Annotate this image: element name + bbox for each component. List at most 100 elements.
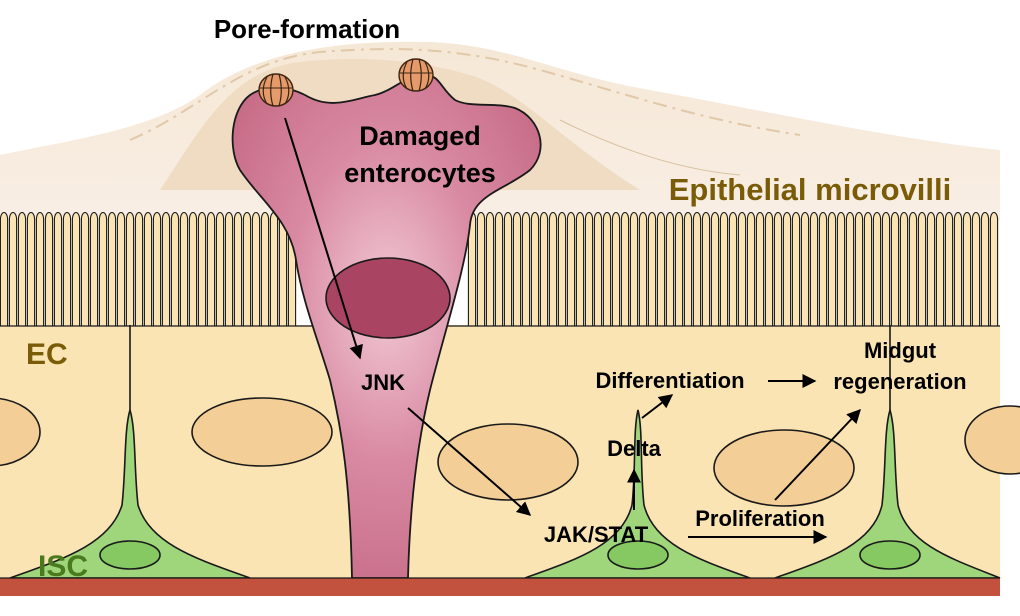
microvillus	[791, 211, 801, 326]
microvillus	[35, 211, 45, 326]
microvillus	[233, 211, 243, 326]
isc-cell	[9, 407, 251, 579]
microvillus	[863, 211, 873, 326]
microvillus	[899, 211, 909, 326]
microvillus	[566, 211, 576, 326]
epithelial-microvilli-label: Epithelial microvilli	[669, 172, 952, 207]
microvillus	[26, 211, 36, 326]
signal-arrows	[284, 117, 861, 544]
microvillus	[503, 211, 513, 326]
microvillus	[854, 211, 864, 326]
pore-formation-label: Pore-formation	[214, 14, 400, 44]
microvillus	[746, 211, 756, 326]
microvillus	[260, 211, 270, 326]
microvillus	[629, 211, 639, 326]
microvillus	[593, 211, 603, 326]
microvillus	[89, 211, 99, 326]
microvillus	[107, 211, 117, 326]
microvillus	[980, 211, 990, 326]
microvillus	[800, 211, 810, 326]
microvillus	[620, 211, 630, 326]
microvillus	[674, 211, 684, 326]
microvillus	[269, 211, 279, 326]
microvillus	[215, 211, 225, 326]
microvillus	[44, 211, 54, 326]
microvillus	[134, 211, 144, 326]
arrow-isc-to-differentiation	[641, 394, 674, 419]
microvillus	[683, 211, 693, 326]
pore-left	[258, 73, 294, 107]
microvillus	[539, 211, 549, 326]
microvillus	[152, 211, 162, 326]
microvillus	[494, 211, 504, 326]
microvillus	[926, 211, 936, 326]
microvillus	[755, 211, 765, 326]
microvillus	[701, 211, 711, 326]
microvillus	[764, 211, 774, 326]
isc-cells	[9, 407, 1001, 579]
microvillus	[737, 211, 747, 326]
isc-nucleus	[99, 540, 161, 570]
microvillus	[962, 211, 972, 326]
ec-nuclei	[0, 397, 1020, 507]
microvillus	[224, 211, 234, 326]
microvillus	[836, 211, 846, 326]
arrow-jnk-to-jakstat	[407, 407, 532, 516]
microvillus	[62, 211, 72, 326]
microvillus	[0, 211, 9, 326]
damaged-nucleus	[325, 257, 451, 339]
microvillus	[710, 211, 720, 326]
ec-nucleus	[191, 397, 333, 467]
microvillus	[953, 211, 963, 326]
microvillus	[656, 211, 666, 326]
damaged-label-line1: Damaged	[359, 121, 481, 151]
microvillus	[476, 211, 486, 326]
microvillus	[611, 211, 621, 326]
ec-nucleus	[964, 405, 1020, 475]
microvillus	[521, 211, 531, 326]
isc-cell	[774, 407, 1001, 579]
microvilli	[0, 211, 1000, 327]
microvillus	[827, 211, 837, 326]
arrow-proliferation-to-regeneration	[774, 408, 861, 501]
microvillus	[512, 211, 522, 326]
microvillus	[692, 211, 702, 326]
microvillus	[845, 211, 855, 326]
microvillus	[719, 211, 729, 326]
microvillus	[665, 211, 675, 326]
isc-label: ISC	[38, 550, 88, 583]
jak-stat-label: JAK/STAT	[544, 522, 649, 547]
ec-nucleus	[0, 397, 41, 467]
microvillus	[818, 211, 828, 326]
microvillus	[971, 211, 981, 326]
microvillus	[890, 211, 900, 326]
isc-nucleus	[607, 540, 669, 570]
microvillus	[197, 211, 207, 326]
microvillus	[161, 211, 171, 326]
microvillus	[773, 211, 783, 326]
midgut-label-line1: Midgut	[864, 338, 937, 363]
microvillus	[989, 211, 999, 326]
microvillus	[809, 211, 819, 326]
microvillus	[251, 211, 261, 326]
microvillus	[71, 211, 81, 326]
ec-nucleus	[713, 429, 855, 507]
basement-membrane	[0, 578, 1000, 596]
microvillus	[206, 211, 216, 326]
microvillus	[179, 211, 189, 326]
microvillus	[602, 211, 612, 326]
midgut-label-line2: regeneration	[833, 369, 966, 394]
ec-nucleus	[437, 423, 579, 501]
microvillus	[8, 211, 18, 326]
microvillus	[935, 211, 945, 326]
microvillus	[647, 211, 657, 326]
microvillus	[638, 211, 648, 326]
microvillus	[908, 211, 918, 326]
jnk-label: JNK	[361, 370, 405, 395]
microvillus	[584, 211, 594, 326]
cell-borders	[129, 325, 891, 410]
ec-label: EC	[26, 338, 68, 371]
microvillus	[98, 211, 108, 326]
microvillus	[782, 211, 792, 326]
